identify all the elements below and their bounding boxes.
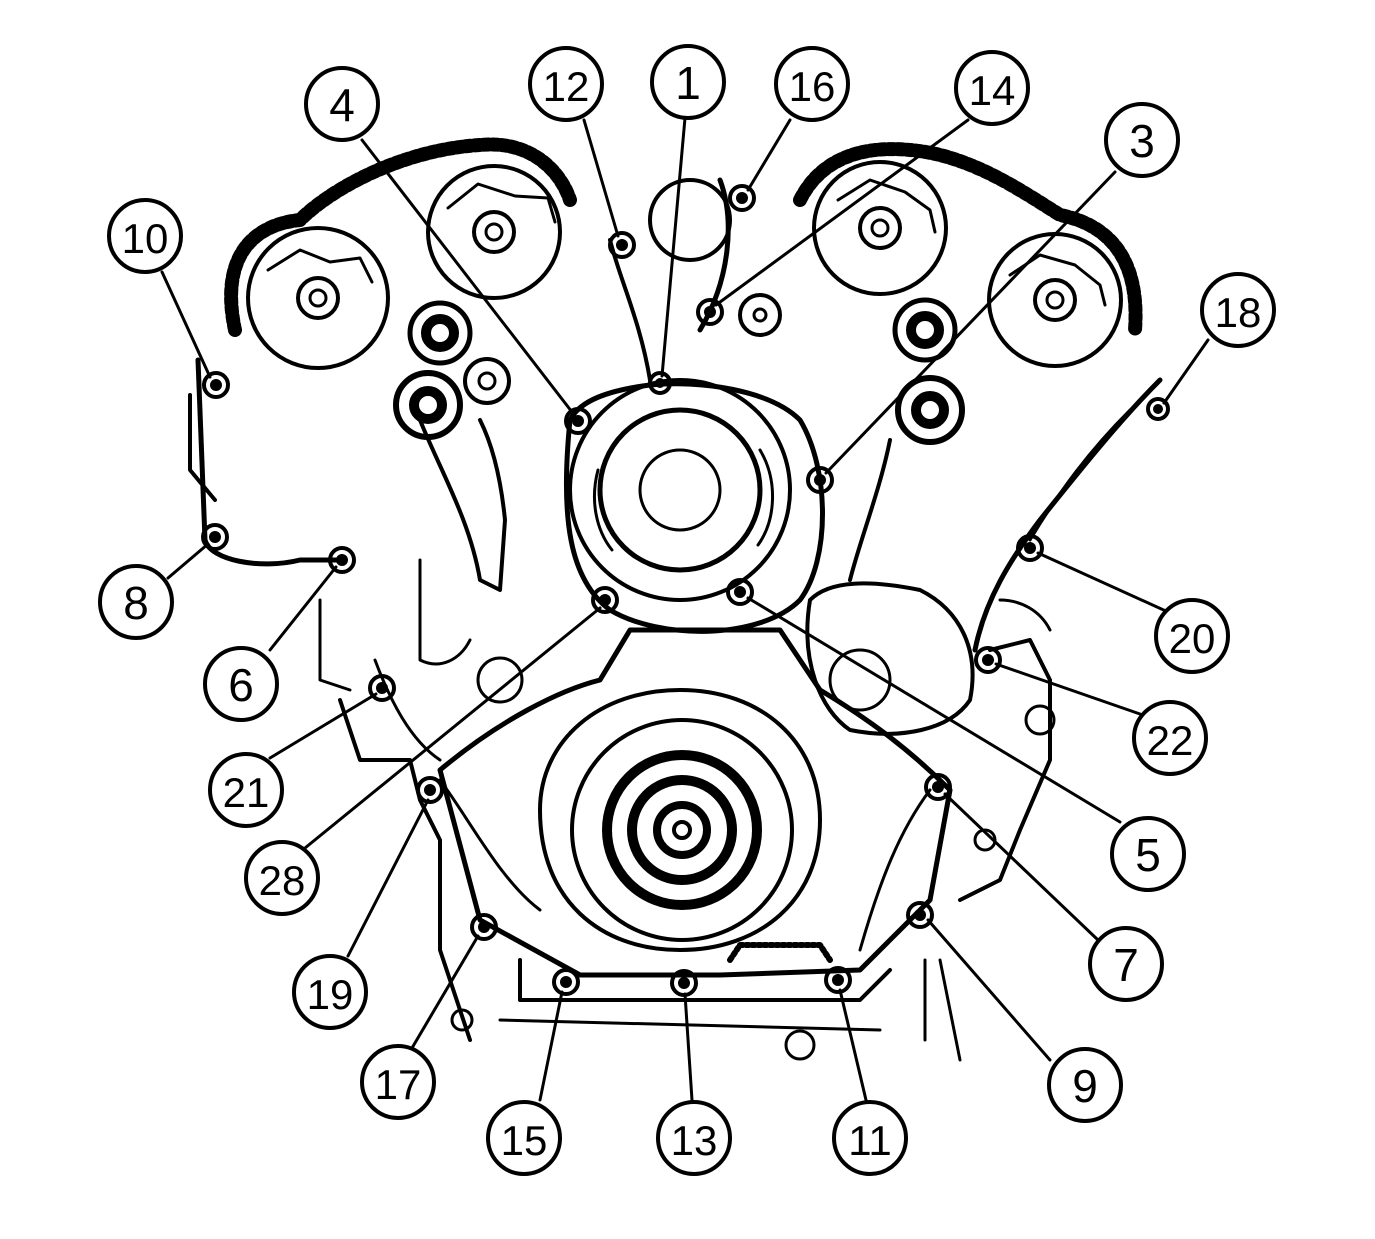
callout-11: 11 <box>832 1100 908 1176</box>
callout-4-label: 4 <box>329 79 355 131</box>
callout-15: 15 <box>486 1100 562 1176</box>
callout-19-label: 19 <box>307 971 354 1018</box>
right-accessory-housing <box>805 581 1056 902</box>
callout-19: 19 <box>292 954 368 1030</box>
callout-5-label: 5 <box>1135 829 1161 881</box>
tensioner-pulleys <box>393 293 965 445</box>
callout-13: 13 <box>656 1100 732 1176</box>
callout-21: 21 <box>208 752 284 828</box>
callout-5: 5 <box>1110 816 1186 892</box>
callout-8-label: 8 <box>123 577 149 629</box>
callout-3: 3 <box>1104 102 1180 178</box>
callout-8: 8 <box>98 564 174 640</box>
left-bank-cam-sprockets <box>224 137 577 370</box>
callout-20: 20 <box>1154 598 1230 674</box>
lower-front-cover <box>437 627 953 1032</box>
callout-10: 10 <box>107 198 183 274</box>
leader-lines <box>160 116 1210 1102</box>
callout-4: 4 <box>304 66 380 142</box>
callout-6-label: 6 <box>228 659 254 711</box>
callout-18-label: 18 <box>1215 289 1262 336</box>
callout-1: 1 <box>650 44 726 120</box>
water-pump-housing <box>563 177 825 634</box>
callout-21-label: 21 <box>223 769 270 816</box>
callout-9: 9 <box>1047 1047 1123 1123</box>
callout-17: 17 <box>360 1044 436 1120</box>
callout-9-label: 9 <box>1072 1060 1098 1112</box>
callout-15-label: 15 <box>501 1117 548 1164</box>
callout-18: 18 <box>1200 272 1276 348</box>
callout-16-label: 16 <box>789 63 836 110</box>
bolt-centers <box>209 192 1163 989</box>
callout-14: 14 <box>954 50 1030 126</box>
callout-14-label: 14 <box>969 67 1016 114</box>
callout-7: 7 <box>1088 926 1164 1002</box>
callout-12: 12 <box>528 46 604 122</box>
callout-20-label: 20 <box>1169 615 1216 662</box>
callout-10-label: 10 <box>122 215 169 262</box>
callout-group: 1 3 4 5 6 7 8 9 10 11 12 13 14 15 16 17 … <box>98 44 1276 1176</box>
chain-guides <box>188 357 1163 762</box>
callout-28: 28 <box>244 840 320 916</box>
callout-6: 6 <box>203 646 279 722</box>
callout-22-label: 22 <box>1147 717 1194 764</box>
bolt-heads <box>201 184 1170 997</box>
callout-11-label: 11 <box>848 1117 892 1164</box>
left-lower-housing <box>318 558 962 1062</box>
callout-22: 22 <box>1132 700 1208 776</box>
callout-13-label: 13 <box>671 1117 718 1164</box>
callout-7-label: 7 <box>1113 939 1139 991</box>
callout-28-label: 28 <box>259 857 306 904</box>
callout-3-label: 3 <box>1129 115 1155 167</box>
callout-17-label: 17 <box>375 1061 422 1108</box>
callout-16: 16 <box>774 46 850 122</box>
callout-1-label: 1 <box>675 57 701 109</box>
callout-12-label: 12 <box>543 63 590 110</box>
right-bank-cam-sprockets <box>793 142 1143 368</box>
